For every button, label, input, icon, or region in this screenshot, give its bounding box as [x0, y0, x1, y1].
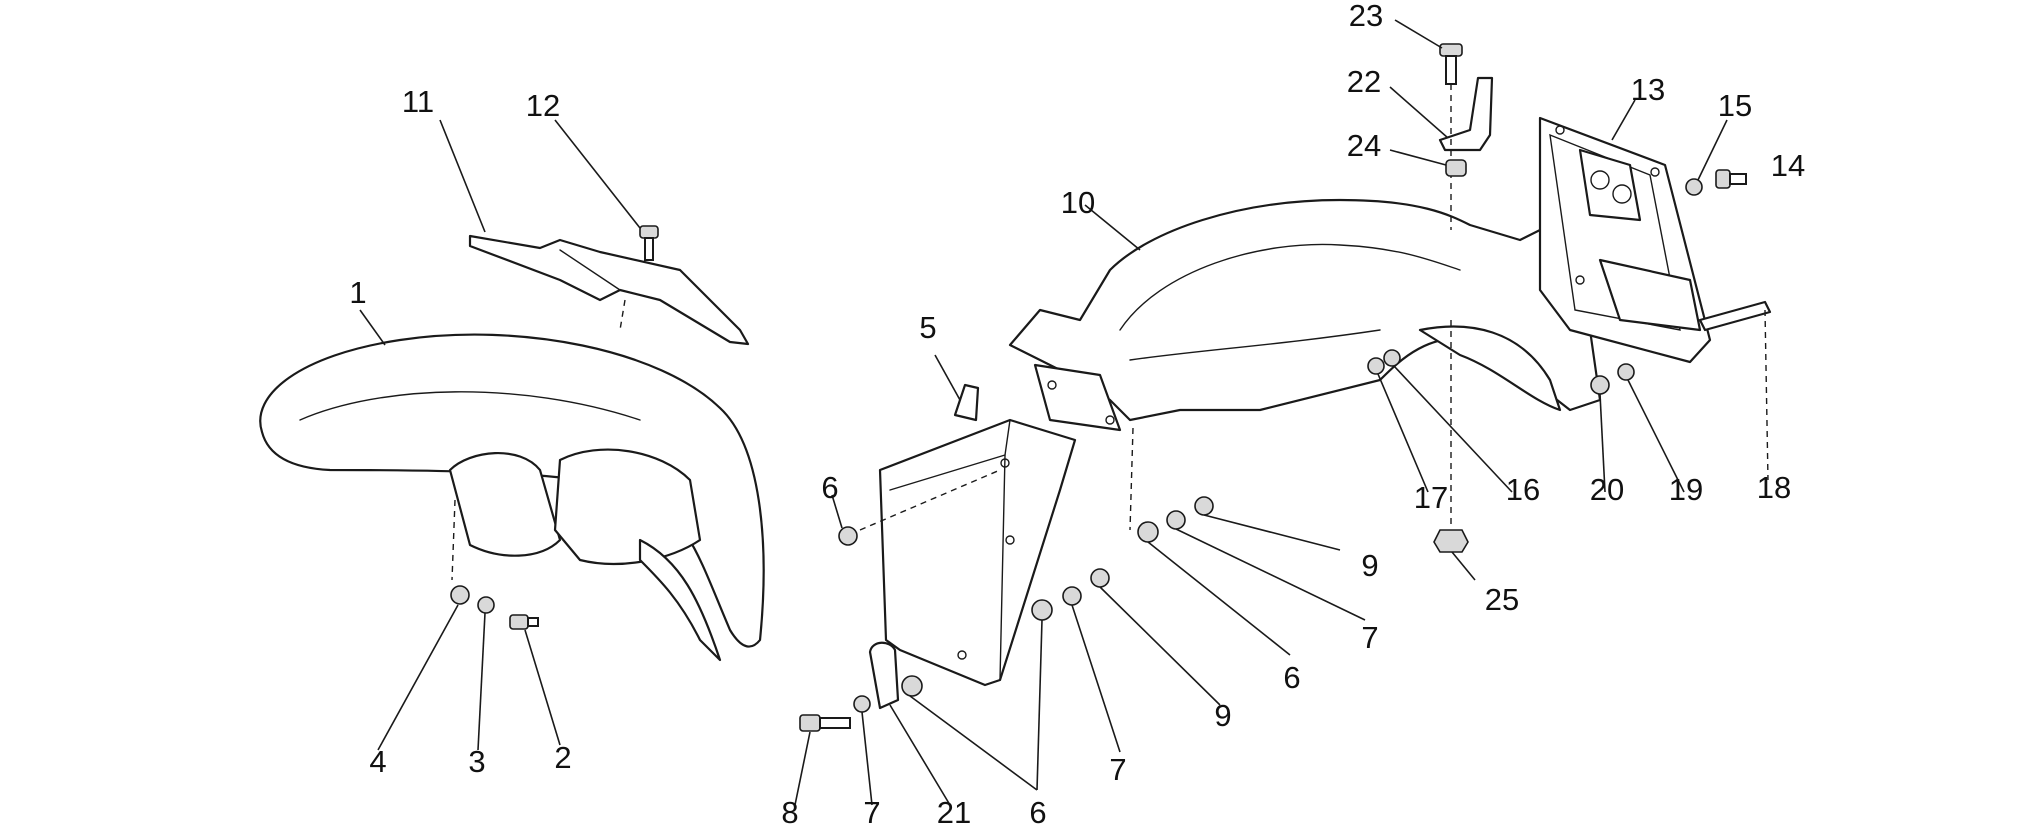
callout-9b: 9 [1361, 548, 1378, 583]
callout-22: 22 [1347, 64, 1381, 99]
callout-9a: 9 [1214, 698, 1231, 733]
front-mudguard [259, 333, 765, 662]
callout-15: 15 [1718, 88, 1752, 123]
side-bar-18 [1698, 300, 1772, 332]
callout-23: 23 [1349, 0, 1383, 33]
callout-7b: 7 [1109, 752, 1126, 787]
clip-21 [868, 641, 900, 710]
callout-11: 11 [402, 84, 434, 119]
rear-bracket-plate [878, 383, 1077, 687]
callout-21: 21 [937, 795, 971, 829]
hardware-right [1367, 169, 1747, 395]
callout-17: 17 [1414, 480, 1448, 515]
licence-plate-holder [1538, 116, 1712, 364]
callout-25: 25 [1485, 582, 1519, 617]
callout-5: 5 [919, 310, 936, 345]
callout-10: 10 [1061, 185, 1095, 220]
nut-25 [1433, 320, 1469, 553]
callout-4: 4 [369, 744, 386, 779]
callout-6b: 6 [1029, 795, 1046, 829]
callout-18: 18 [1757, 470, 1791, 505]
callout-7c: 7 [1361, 620, 1378, 655]
callout-14: 14 [1771, 148, 1805, 183]
rear-mudguard [1008, 198, 1606, 432]
callout-3: 3 [468, 744, 485, 779]
bolt-23 [1439, 43, 1463, 230]
callout-7a: 7 [863, 795, 880, 829]
callout-20: 20 [1590, 472, 1624, 507]
screw-12 [639, 225, 659, 261]
callout-1: 1 [349, 275, 366, 310]
callout-6c: 6 [1283, 660, 1300, 695]
hardware-front-left [450, 499, 539, 630]
callout-8: 8 [781, 795, 798, 829]
callout-6a: 6 [821, 470, 838, 505]
callout-labels: 1 11 12 4 3 2 5 6 8 7 21 6 7 9 6 7 9 10 … [349, 0, 1805, 829]
leader-lines [359, 19, 1769, 806]
callout-12: 12 [526, 88, 560, 123]
callout-13: 13 [1631, 72, 1665, 107]
callout-24: 24 [1347, 128, 1381, 163]
hardware-mudguard [1129, 427, 1214, 543]
bracket-22 [1438, 76, 1494, 152]
callout-16: 16 [1506, 472, 1540, 507]
callout-2: 2 [554, 740, 571, 775]
callout-19: 19 [1669, 472, 1703, 507]
front-mudguard-brace [468, 234, 750, 346]
spacer-24 [1445, 159, 1467, 177]
